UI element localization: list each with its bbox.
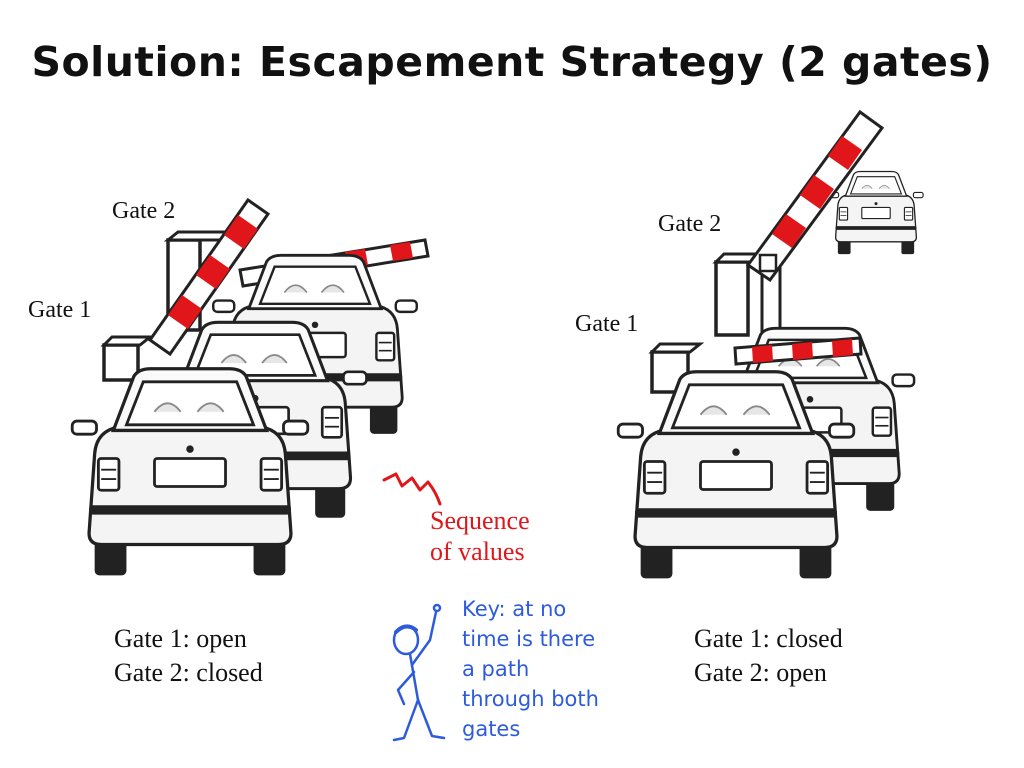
key-note-line: gates <box>462 717 521 741</box>
right-status-gate2: Gate 2: open <box>694 658 827 687</box>
right-gate2-barrier-icon <box>745 109 885 283</box>
left-gate1-post <box>100 335 155 382</box>
key-note-line: Key: at no <box>462 597 567 621</box>
left-status-gate2: Gate 2: closed <box>114 658 263 687</box>
right-status-gate1: Gate 1: closed <box>694 624 843 653</box>
sequence-annotation-line2: of values <box>430 537 525 566</box>
right-car-passed-icon <box>828 170 924 255</box>
key-note: Key: at no time is there a path through … <box>462 594 632 744</box>
left-gate2-label: Gate 2 <box>112 198 176 224</box>
left-status-gate1: Gate 1: open <box>114 624 247 653</box>
squiggle-arrow-icon <box>382 472 442 506</box>
left-gate1-label: Gate 1 <box>28 297 92 323</box>
stick-figure-icon <box>392 603 446 742</box>
sequence-annotation-line1: Sequence <box>430 506 530 535</box>
right-gate1-barrier-icon <box>733 336 863 366</box>
key-note-line: time is there <box>462 627 596 651</box>
left-gate1-barrier-icon <box>147 197 271 357</box>
right-gate1-label: Gate 1 <box>575 311 639 337</box>
key-note-line: through both <box>462 687 599 711</box>
right-gate2-label: Gate 2 <box>658 211 722 237</box>
key-note-line: a path <box>462 657 530 681</box>
page-title: Solution: Escapement Strategy (2 gates) <box>31 38 993 86</box>
